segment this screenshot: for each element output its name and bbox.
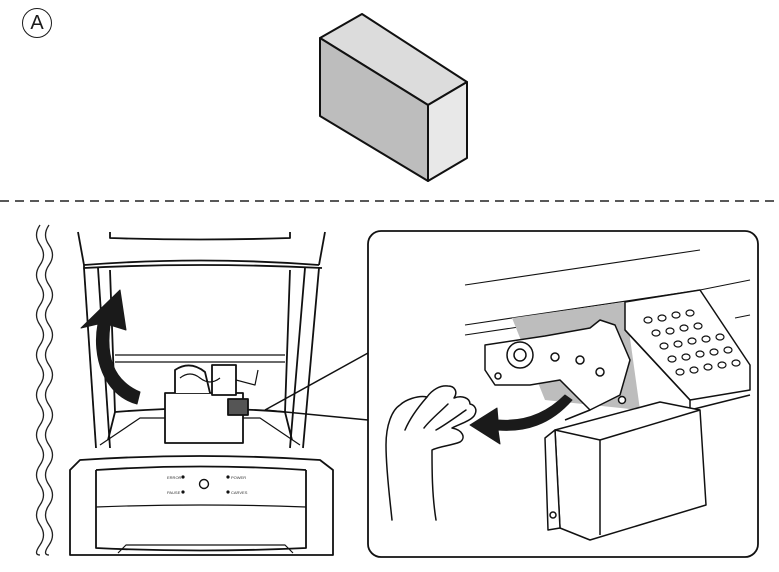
panel-label-carves: CARVES	[231, 490, 248, 495]
open-cover-arrow	[80, 289, 141, 405]
panel-label-power: POWER	[231, 475, 246, 480]
callout-pointer	[264, 352, 369, 421]
milling-machine-illustration	[69, 231, 334, 556]
break-line	[35, 224, 45, 556]
hand-illustration	[385, 385, 477, 521]
material-block-illustration	[319, 13, 468, 182]
panel-label-pause: PAUSE	[167, 490, 181, 495]
step-marker-a: A	[22, 8, 52, 38]
panel-label-error: ERROR	[167, 475, 182, 480]
zoom-detail-contents	[464, 249, 751, 541]
step-marker-letter: A	[30, 12, 44, 34]
remove-direction-arrow	[469, 394, 573, 445]
machine-panel-leds	[181, 475, 230, 494]
